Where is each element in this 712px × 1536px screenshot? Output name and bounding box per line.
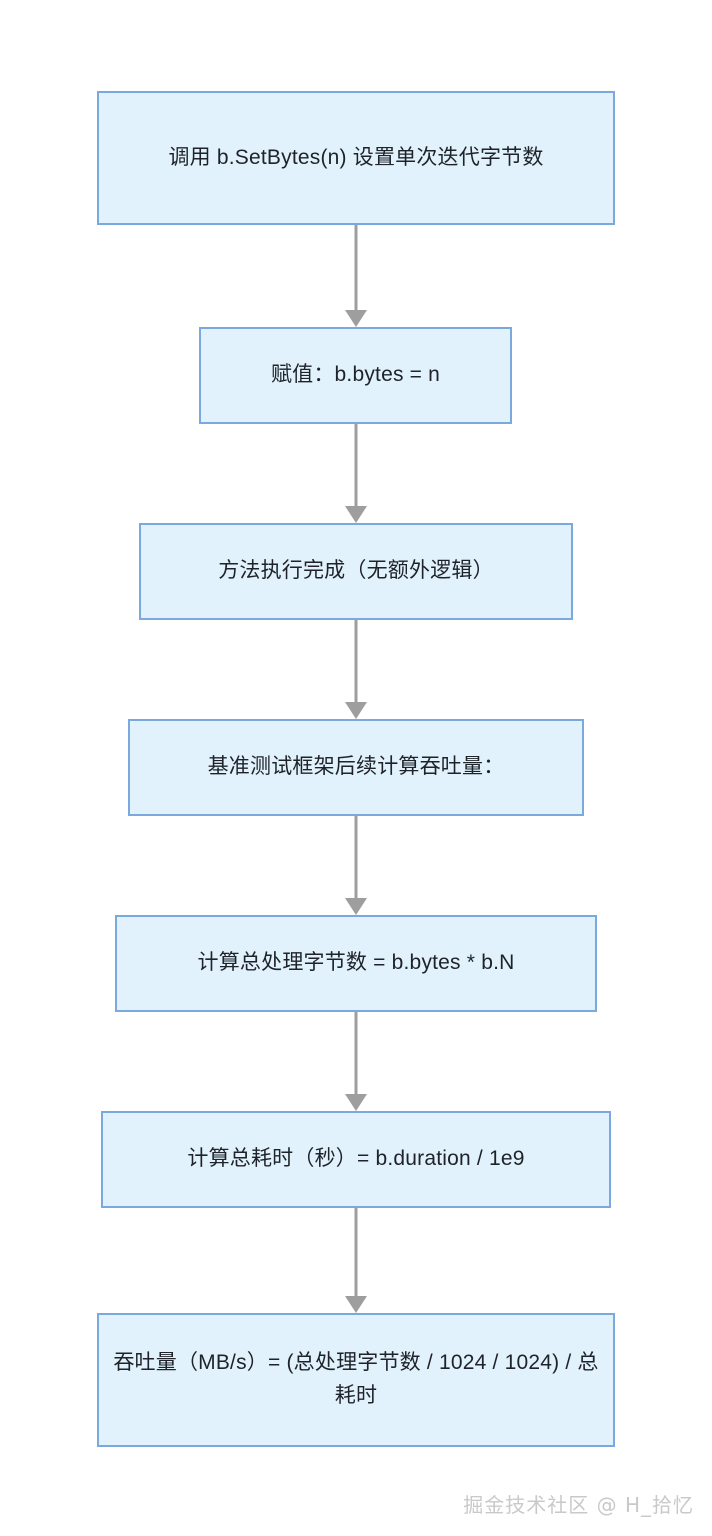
flow-arrow	[345, 1208, 367, 1313]
flow-arrow	[345, 1012, 367, 1111]
flow-arrow	[345, 620, 367, 719]
flow-arrow	[345, 225, 367, 327]
flow-arrow	[345, 424, 367, 523]
flow-node-n3: 方法执行完成（无额外逻辑）	[139, 523, 573, 620]
flow-node-n5: 计算总处理字节数 = b.bytes * b.N	[115, 915, 597, 1012]
flow-arrow	[345, 816, 367, 915]
flow-node-n6: 计算总耗时（秒）= b.duration / 1e9	[101, 1111, 611, 1208]
flow-node-n4: 基准测试框架后续计算吞吐量：	[128, 719, 584, 816]
flow-node-n2: 赋值：b.bytes = n	[199, 327, 512, 424]
flow-node-n1: 调用 b.SetBytes(n) 设置单次迭代字节数	[97, 91, 615, 225]
flow-node-n7: 吞吐量（MB/s）= (总处理字节数 / 1024 / 1024) / 总耗时	[97, 1313, 615, 1447]
watermark: 掘金技术社区 @ H_拾忆	[463, 1493, 694, 1517]
